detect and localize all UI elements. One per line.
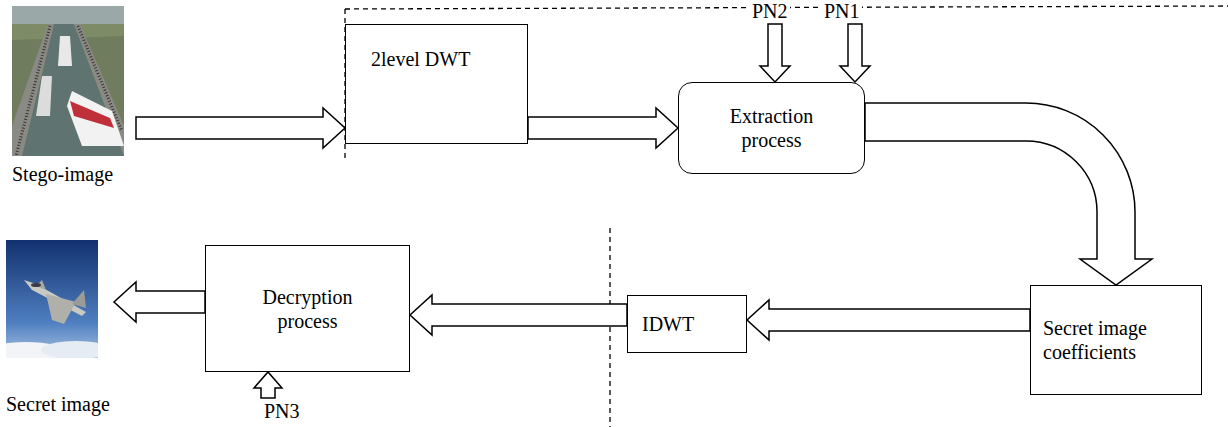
- box-label: Decryption process: [243, 285, 373, 333]
- block-arrow: [865, 103, 1152, 285]
- image-node: Secret image: [6, 240, 114, 416]
- image-node: Stego-image: [12, 6, 136, 186]
- data-box: Secret image coefficients: [1030, 285, 1202, 395]
- key-arrow: [760, 24, 790, 82]
- process-box: Extraction process: [678, 82, 865, 174]
- block-arrow: [410, 295, 627, 335]
- dashed-boundary: [609, 228, 610, 427]
- process-box: Decryption process: [205, 245, 410, 372]
- box-label: Extraction process: [707, 104, 837, 152]
- secret-photo: [6, 240, 98, 358]
- block-arrow: [114, 282, 205, 322]
- key-arrow: [254, 372, 282, 398]
- block-arrow: [747, 300, 1030, 340]
- box-label: 2level DWT: [371, 47, 517, 71]
- key-label: PN3: [262, 400, 302, 422]
- box-label: IDWT: [642, 312, 694, 336]
- key-label: PN1: [822, 0, 862, 22]
- box-label: Secret image coefficients: [1043, 316, 1193, 364]
- image-caption: Secret image: [6, 392, 114, 416]
- image-caption: Stego-image: [12, 162, 136, 186]
- block-arrow: [136, 108, 345, 148]
- key-label: PN2: [750, 0, 790, 22]
- process-box: 2level DWT: [345, 24, 528, 144]
- process-box: IDWT: [627, 295, 747, 353]
- block-arrow: [528, 108, 678, 148]
- stego-photo: [12, 6, 124, 156]
- key-arrow: [840, 24, 870, 82]
